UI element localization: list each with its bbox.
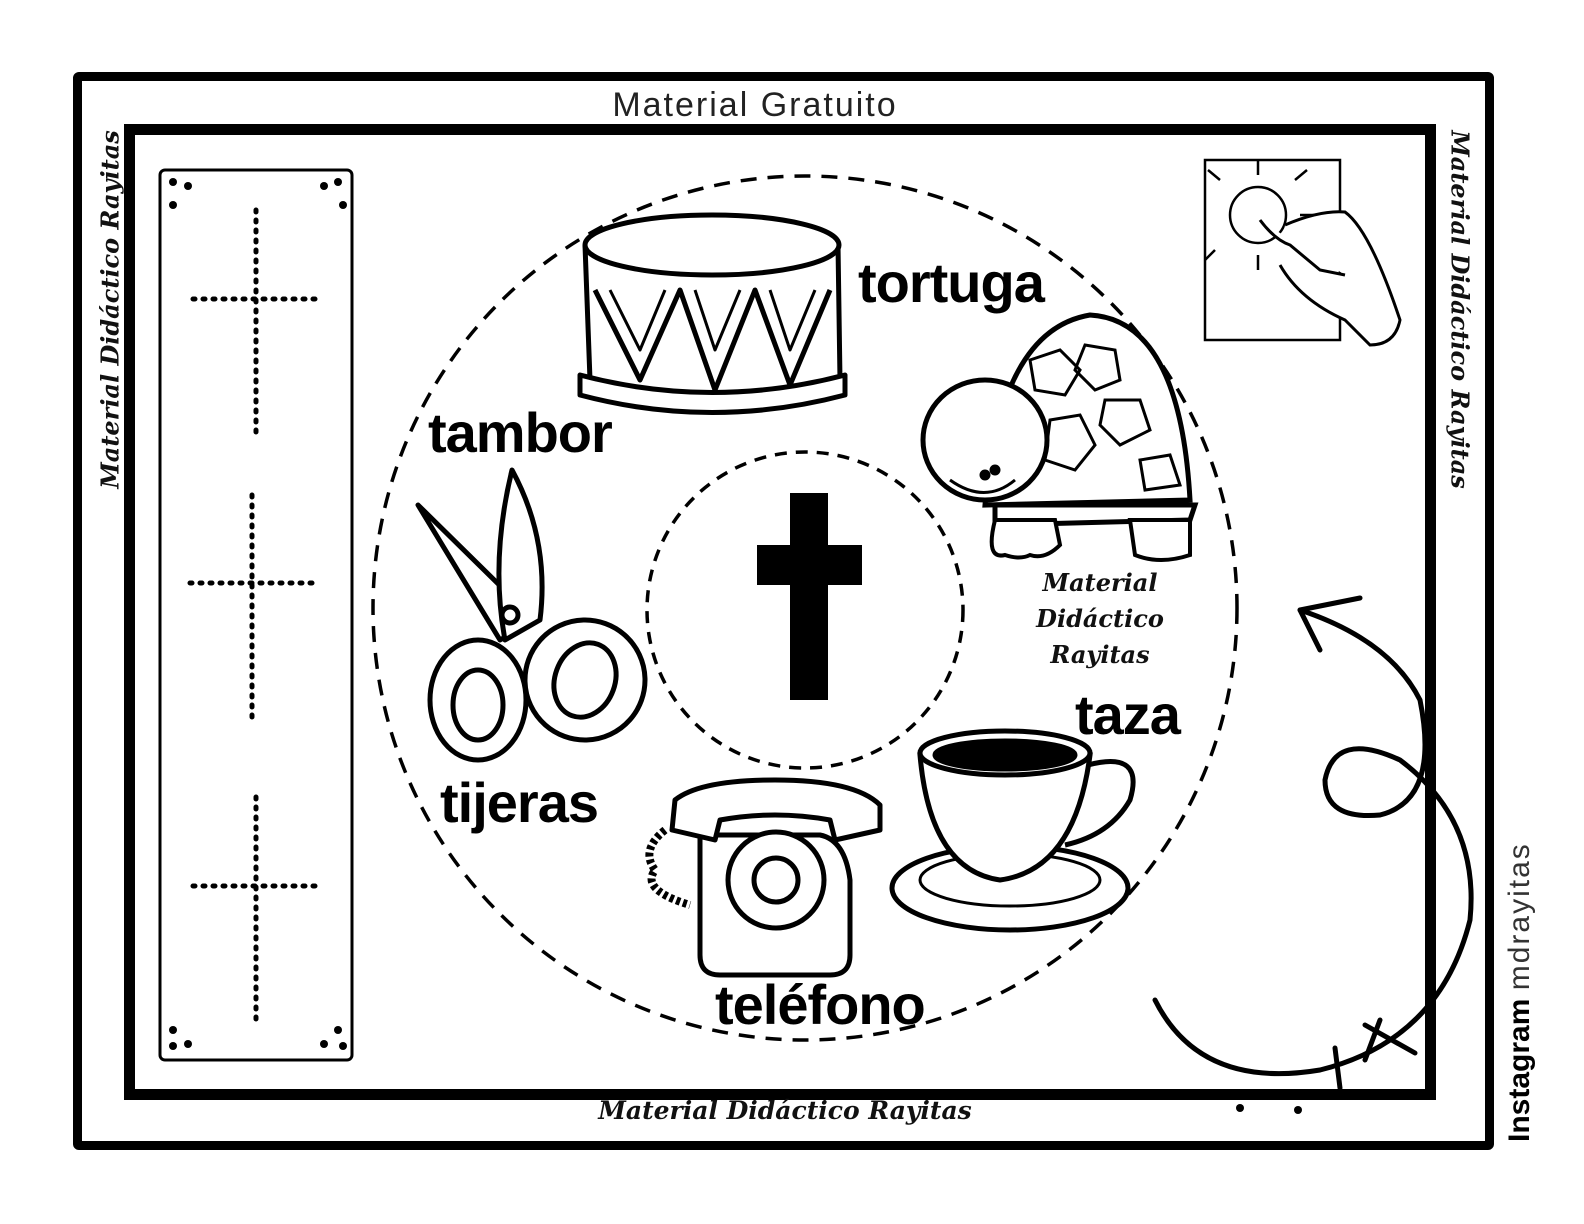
outer-frame (73, 72, 1494, 1150)
tracing-strip (158, 168, 354, 1062)
decorative-dots (1236, 1104, 1302, 1114)
inner-dashed-circle (645, 450, 965, 770)
word-tambor: tambor (428, 401, 613, 464)
finger-tracing-icon (1203, 158, 1402, 347)
bottom-label: Material Didáctico Rayitas (598, 1096, 972, 1125)
turtle-icon (920, 312, 1199, 562)
watermark-line: Material (1042, 568, 1158, 597)
scissors-icon (415, 467, 648, 763)
spiral-arrow-icon (1152, 595, 1474, 1091)
telephone-icon (645, 777, 883, 978)
inner-frame (124, 124, 1436, 1100)
outer-dashed-circle (371, 174, 1239, 1042)
page-title: Material Gratuito (612, 86, 898, 124)
word-tijeras: tijeras (440, 771, 599, 834)
watermark: Material Didáctico Rayitas (1020, 565, 1180, 673)
word-tortuga: tortuga (858, 251, 1045, 314)
word-telefono: teléfono (715, 973, 926, 1036)
watermark-line: Didáctico (1036, 604, 1164, 633)
cup-icon (889, 728, 1136, 933)
watermark-line: Rayitas (1050, 640, 1150, 669)
drum-icon (577, 212, 848, 415)
center-letter-t (757, 493, 862, 700)
word-taza: taza (1075, 683, 1181, 746)
